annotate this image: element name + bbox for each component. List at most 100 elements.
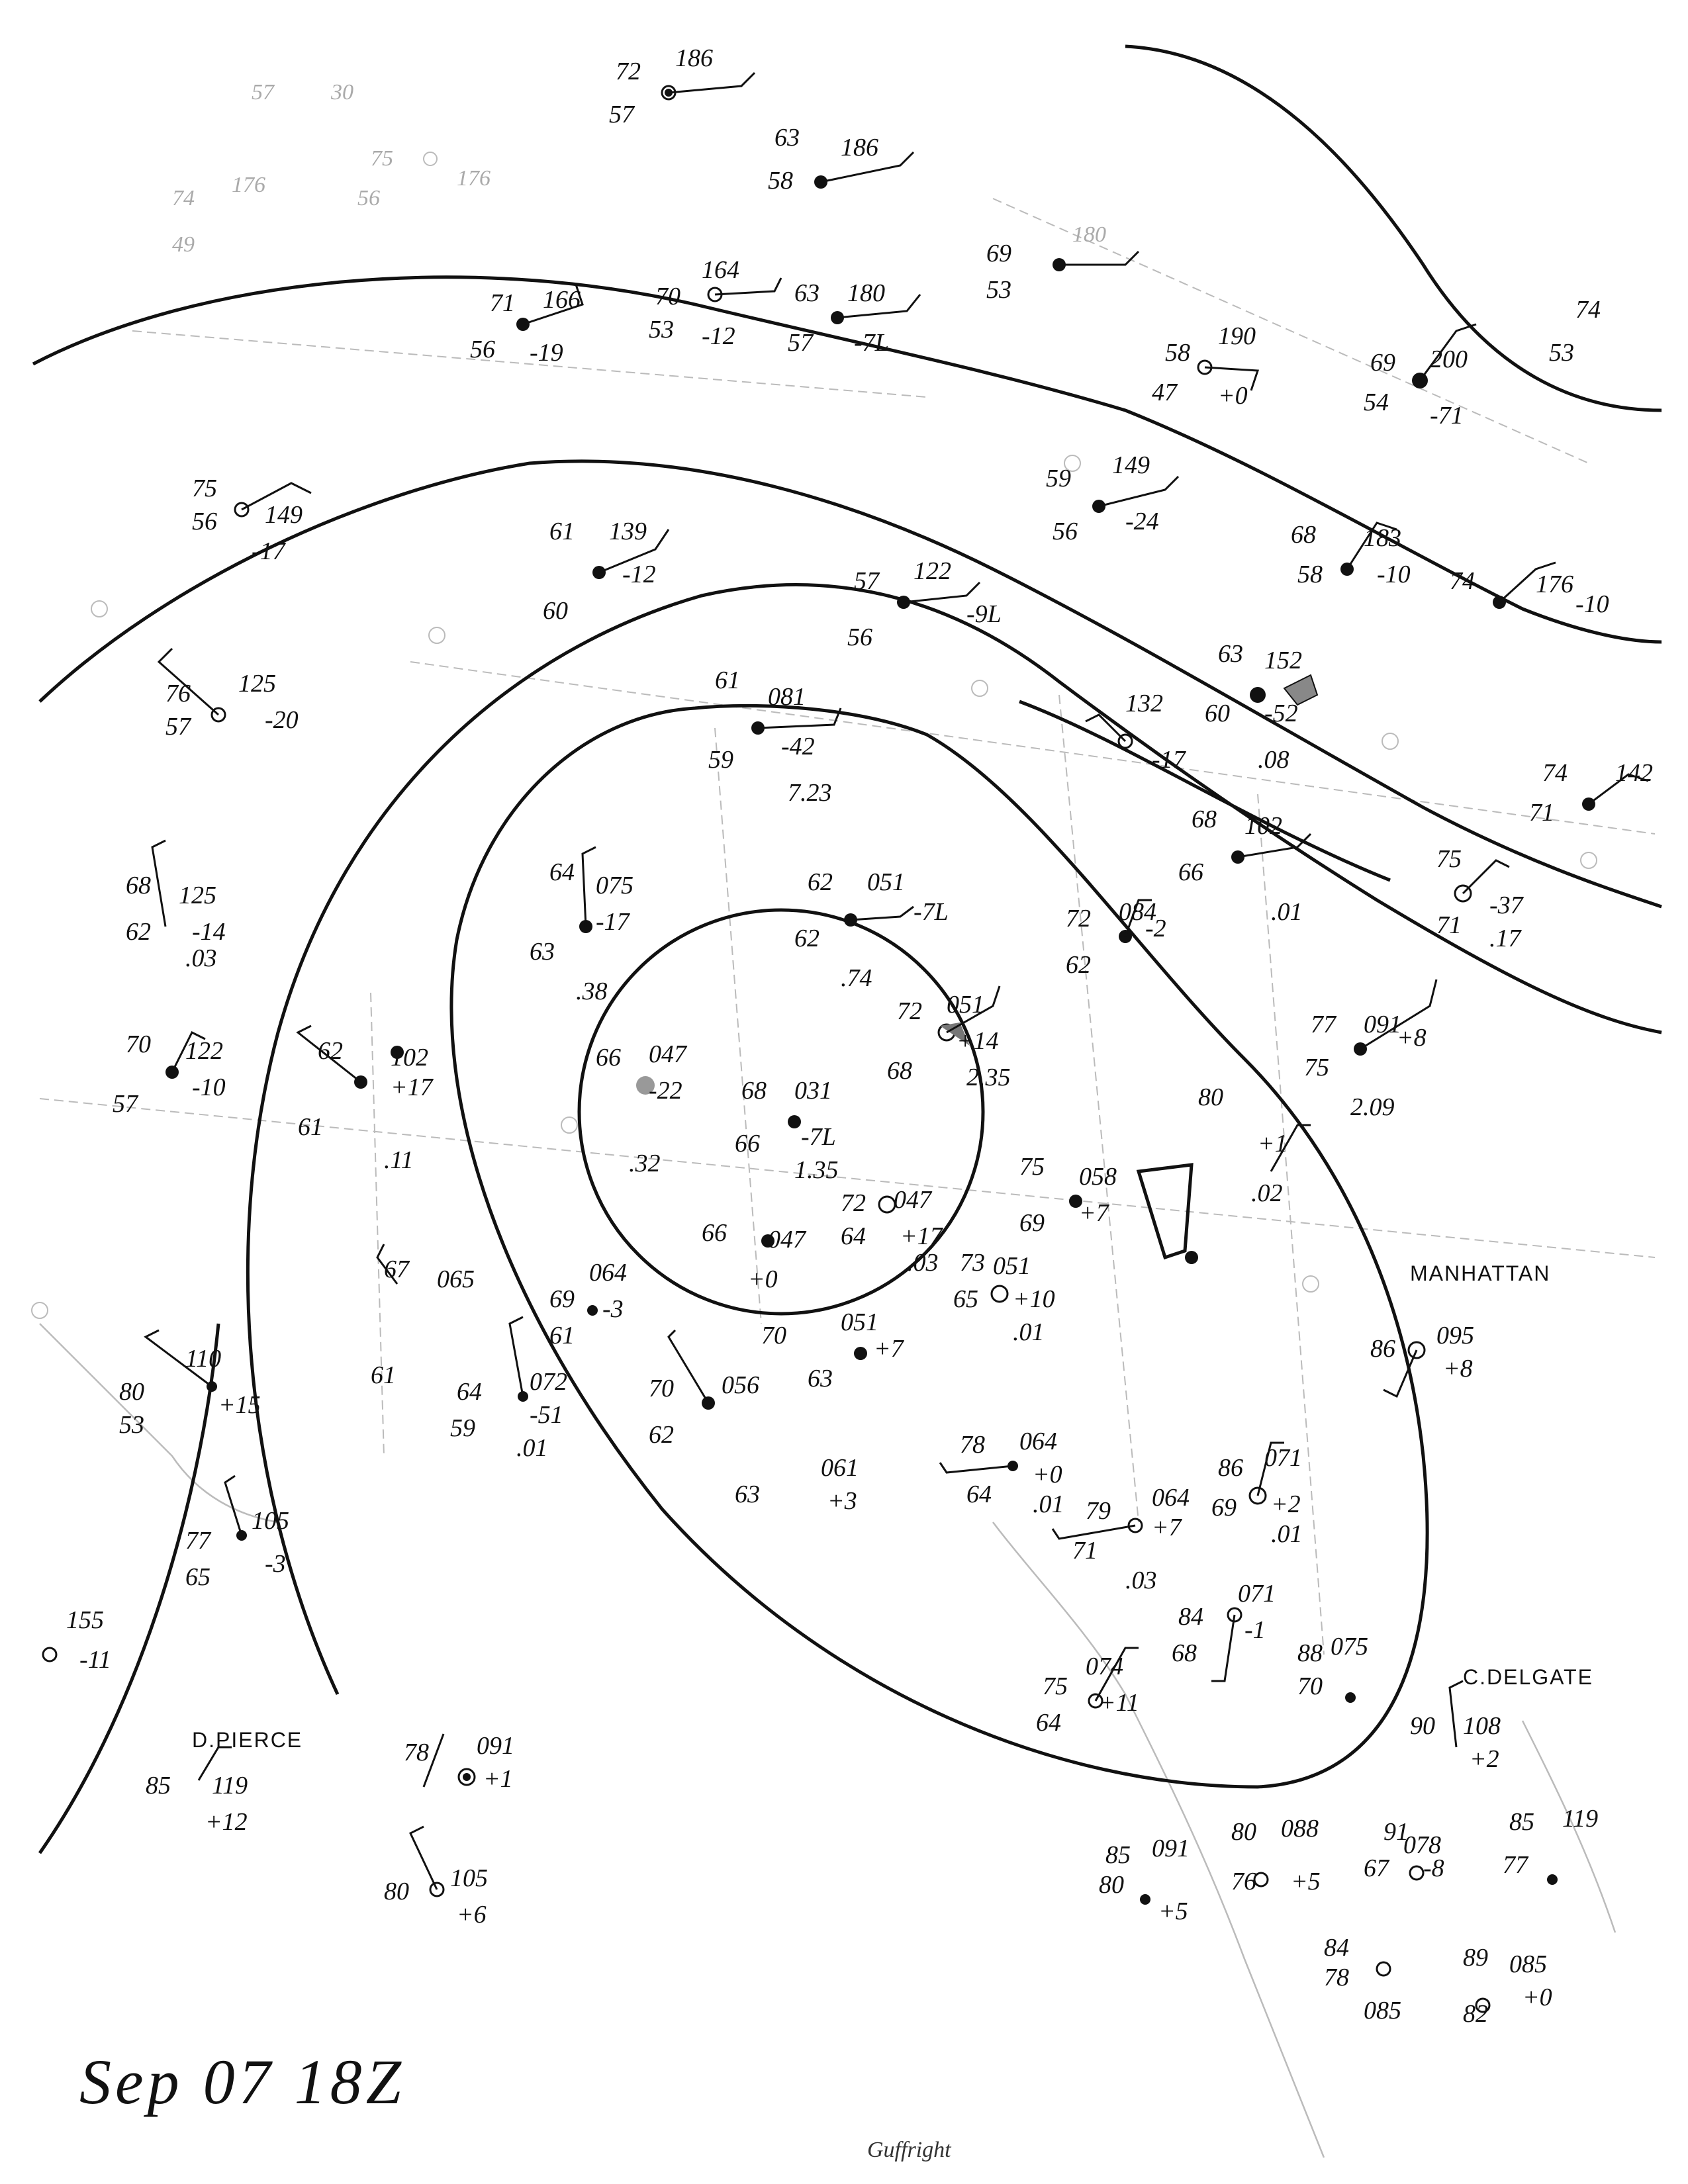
dewpoint: 65 [185,1563,211,1591]
tendency: +5 [1291,1868,1321,1895]
temperature: 80 [1231,1818,1256,1846]
dewpoint: 64 [841,1222,866,1250]
pressure: 075 [1331,1633,1368,1661]
dewpoint: 57 [788,329,814,357]
pressure: 125 [179,882,216,909]
dewpoint: 62 [649,1421,674,1449]
temperature: 85 [1509,1808,1534,1836]
isobar-east [1019,700,1391,882]
dewpoint: 67 [1364,1854,1390,1882]
temperature: 74 [1575,296,1601,324]
isobar-low-center [577,908,985,1316]
dewpoint: 64 [966,1480,992,1508]
temperature: 75 [1436,845,1462,873]
station-plot: 78 64 064 +0 .01 [939,1428,1064,1518]
temperature: 80 [384,1878,409,1905]
pressure: 164 [702,256,739,284]
dewpoint: 68 [887,1057,912,1085]
temperature: 85 [146,1772,171,1799]
pressure: 125 [238,670,276,698]
station-plot: 88 70 075 [1297,1633,1368,1703]
dewpoint: 56 [470,336,495,363]
faint-station [1302,1275,1319,1293]
precip: .01 [1033,1490,1064,1518]
precip: .32 [629,1150,661,1177]
temperature: 74 [1450,567,1475,595]
station-plots: 72 57 186 63 58 186 57 30 75 56 176 74 4… [42,44,1653,2028]
pressure: 064 [1019,1428,1057,1455]
dewpoint: 60 [1205,700,1230,727]
florida-coast [1521,1720,1617,1933]
tendency: -11 [79,1646,111,1674]
station-plot: 75 71 -37 .17 [1436,845,1524,952]
tendency: -1 [1244,1616,1266,1644]
temperature: 91 [1383,1818,1409,1846]
faint-station [1580,852,1597,869]
pressure: 085 [1509,1950,1547,1978]
temperature: 66 [702,1219,727,1247]
precip: 1.35 [794,1156,839,1184]
pressure: 051 [947,991,984,1019]
temperature: 61 [549,518,575,545]
pressure: 058 [1079,1163,1117,1191]
tendency: -10 [1377,561,1411,588]
tendency: -37 [1489,891,1524,919]
station-plot: 64 63 075 -17 .38 [530,846,633,1005]
precip: .17 [1489,925,1523,952]
dewpoint: 49 [172,232,195,257]
station-plot: 75 56 176 [357,146,491,210]
dewpoint: 69 [1019,1209,1045,1237]
tendency: +0 [748,1265,778,1293]
station-plot: 63 58 186 [768,124,915,195]
station-plot: 63 57 180 -7L [788,279,921,357]
station-plot: 70 57 122 -10 [113,1030,226,1118]
tendency: +3 [827,1487,857,1515]
tendency: -17 [1152,746,1187,774]
station-plot: 70 62 056 [649,1329,759,1449]
station-plot: 79 71 064 +7 .03 [1051,1484,1190,1594]
pressure: 071 [1264,1444,1302,1472]
temperature: 86 [1370,1335,1395,1363]
temperature: 78 [404,1739,429,1766]
dewpoint: 53 [119,1411,144,1439]
pressure: 088 [1281,1815,1319,1843]
pressure: 078 [1403,1831,1441,1859]
tendency: -52 [1264,700,1298,727]
pressure: 122 [914,557,951,585]
pressure: 119 [1562,1805,1598,1833]
pressure: 047 [768,1226,807,1253]
station-plot: 84 68 071 -1 [1172,1580,1276,1682]
dewpoint: 64 [1036,1709,1061,1737]
station-plot: 86 69 071 +2 .01 [1211,1441,1303,1548]
temperature: 70 [655,283,680,310]
dewpoint: 56 [847,623,872,651]
temperature: 64 [457,1378,482,1406]
station-plot: 68 62 125 -14 .03 [126,839,226,972]
dewpoint: 75 [1304,1054,1329,1081]
dewpoint: 80 [1099,1871,1124,1899]
faint-station [561,1116,578,1134]
temperature: 75 [371,146,393,171]
precip: 2.09 [1350,1093,1395,1121]
station-plot: 68 66 102 .01 [1178,805,1312,926]
station-plot: 72 68 051 +14 2.35 [887,985,1011,1091]
station-plot: 63 061 +3 [735,1454,859,1515]
station-plot: 75 69 058 +7 [1019,1153,1117,1237]
tendency: +17 [900,1222,944,1250]
pressure: 064 [589,1259,627,1287]
station-plot: 85 119 +12 [146,1746,248,1836]
tendency: -14 [192,918,226,946]
station-plot: 70 53 164 -12 [649,256,782,350]
tendency: -12 [702,322,735,350]
pressure: 047 [894,1186,933,1214]
temperature: 69 [986,240,1011,267]
tendency: -51 [530,1401,563,1429]
dewpoint: 71 [1436,911,1462,939]
tendency: +8 [1397,1024,1427,1052]
tendency: +0 [1218,382,1248,410]
pressure: 061 [821,1454,859,1482]
faint-station [31,1302,48,1319]
tendency: +2 [1271,1490,1301,1518]
station-plot: 90 108 +2 [1410,1680,1501,1773]
dewpoint: 56 [192,508,217,535]
